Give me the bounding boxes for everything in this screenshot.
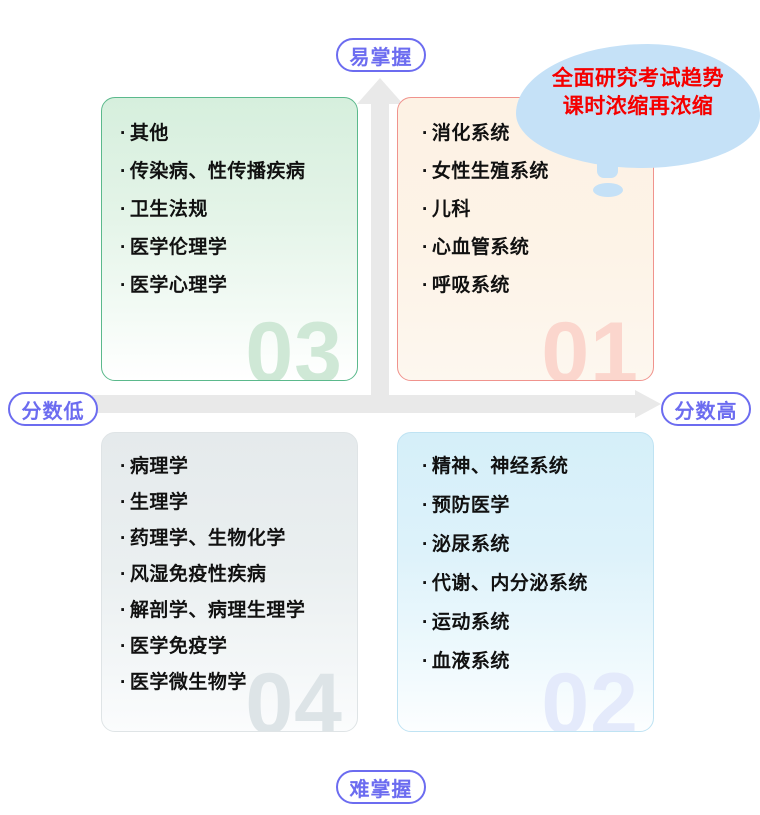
axis-label-left: 分数低 — [8, 392, 98, 426]
list-item-label: 代谢、内分泌系统 — [431, 573, 588, 594]
bullet-icon: · — [422, 123, 429, 144]
list-item-label: 医学微生物学 — [129, 672, 247, 693]
bullet-icon: · — [120, 564, 127, 585]
list-item-label: 运动系统 — [431, 612, 510, 633]
list-item-label: 卫生法规 — [129, 199, 208, 220]
list-item: ·药理学、生物化学 — [120, 529, 357, 548]
bullet-icon: · — [422, 275, 429, 296]
list-item-label: 血液系统 — [431, 651, 510, 672]
speech-bubble-tail — [597, 156, 618, 178]
quadrant-card-03: ·其他 ·传染病、性传播疾病 ·卫生法规 ·医学伦理学 ·医学心理学 03 — [101, 97, 358, 381]
list-item-label: 药理学、生物化学 — [129, 528, 286, 549]
list-item-label: 生理学 — [129, 492, 189, 513]
callout-speech-bubble: 全面研究考试趋势 课时浓缩再浓缩 — [516, 44, 760, 204]
bullet-icon: · — [120, 237, 127, 258]
quadrant-card-02: ·精神、神经系统 ·预防医学 ·泌尿系统 ·代谢、内分泌系统 ·运动系统 ·血液… — [397, 432, 654, 732]
list-item-label: 女性生殖系统 — [431, 161, 549, 182]
quadrant-03-item-list: ·其他 ·传染病、性传播疾病 ·卫生法规 ·医学伦理学 ·医学心理学 — [102, 98, 357, 295]
callout-text: 全面研究考试趋势 课时浓缩再浓缩 — [516, 65, 760, 120]
bullet-icon: · — [422, 161, 429, 182]
list-item: ·其他 — [120, 124, 357, 143]
quadrant-01-item-list: ·消化系统 ·女性生殖系统 ·儿科 ·心血管系统 ·呼吸系统 — [398, 98, 653, 295]
list-item-label: 精神、神经系统 — [431, 456, 569, 477]
list-item: ·儿科 — [422, 200, 653, 219]
list-item: ·消化系统 — [422, 124, 653, 143]
bullet-icon: · — [422, 534, 429, 555]
callout-line-2: 课时浓缩再浓缩 — [562, 94, 714, 118]
quadrant-number: 03 — [245, 305, 343, 381]
list-item-label: 其他 — [129, 123, 169, 144]
quadrant-04-item-list: ·病理学 ·生理学 ·药理学、生物化学 ·风湿免疫性疾病 ·解剖学、病理生理学 … — [102, 433, 357, 692]
list-item-label: 医学心理学 — [129, 275, 228, 296]
bullet-icon: · — [120, 456, 127, 477]
list-item-label: 泌尿系统 — [431, 534, 510, 555]
bullet-icon: · — [422, 651, 429, 672]
bullet-icon: · — [120, 672, 127, 693]
axis-label-right: 分数高 — [661, 392, 751, 426]
list-item-label: 呼吸系统 — [431, 275, 510, 296]
list-item: ·解剖学、病理生理学 — [120, 601, 357, 620]
list-item: ·医学心理学 — [120, 276, 357, 295]
bullet-icon: · — [120, 161, 127, 182]
speech-bubble-dot — [593, 183, 623, 197]
quadrant-02-item-list: ·精神、神经系统 ·预防医学 ·泌尿系统 ·代谢、内分泌系统 ·运动系统 ·血液… — [398, 433, 653, 671]
list-item: ·运动系统 — [422, 613, 653, 632]
quadrant-number: 04 — [245, 656, 343, 732]
bullet-icon: · — [120, 199, 127, 220]
list-item: ·泌尿系统 — [422, 535, 653, 554]
list-item-label: 传染病、性传播疾病 — [129, 161, 306, 182]
quadrant-number: 02 — [541, 656, 639, 732]
list-item: ·医学微生物学 — [120, 673, 357, 692]
list-item: ·卫生法规 — [120, 200, 357, 219]
bullet-icon: · — [422, 573, 429, 594]
list-item: ·精神、神经系统 — [422, 457, 653, 476]
list-item-label: 消化系统 — [431, 123, 510, 144]
bullet-icon: · — [422, 495, 429, 516]
horizontal-axis-line — [92, 395, 641, 413]
list-item: ·心血管系统 — [422, 238, 653, 257]
list-item: ·预防医学 — [422, 496, 653, 515]
arrow-up-icon — [357, 78, 403, 104]
axis-label-bottom: 难掌握 — [336, 770, 426, 804]
bullet-icon: · — [120, 492, 127, 513]
bullet-icon: · — [422, 237, 429, 258]
quadrant-number: 01 — [541, 305, 639, 381]
bullet-icon: · — [120, 600, 127, 621]
list-item: ·代谢、内分泌系统 — [422, 574, 653, 593]
bullet-icon: · — [120, 275, 127, 296]
list-item: ·风湿免疫性疾病 — [120, 565, 357, 584]
list-item: ·血液系统 — [422, 652, 653, 671]
list-item-label: 心血管系统 — [431, 237, 530, 258]
list-item: ·生理学 — [120, 493, 357, 512]
list-item-label: 医学伦理学 — [129, 237, 228, 258]
list-item: ·医学伦理学 — [120, 238, 357, 257]
list-item-label: 医学免疫学 — [129, 636, 228, 657]
callout-line-1: 全面研究考试趋势 — [552, 67, 724, 90]
list-item-label: 解剖学、病理生理学 — [129, 600, 306, 621]
bullet-icon: · — [120, 123, 127, 144]
list-item-label: 风湿免疫性疾病 — [129, 564, 267, 585]
vertical-axis-line — [371, 100, 389, 410]
list-item: ·呼吸系统 — [422, 276, 653, 295]
list-item-label: 预防医学 — [431, 495, 510, 516]
arrow-right-icon — [635, 390, 661, 418]
axis-label-top: 易掌握 — [336, 38, 426, 72]
bullet-icon: · — [120, 636, 127, 657]
speech-bubble-body — [516, 44, 760, 168]
bullet-icon: · — [422, 612, 429, 633]
list-item-label: 病理学 — [129, 456, 189, 477]
bullet-icon: · — [422, 456, 429, 477]
list-item-label: 儿科 — [431, 199, 471, 220]
list-item: ·女性生殖系统 — [422, 162, 653, 181]
list-item: ·病理学 — [120, 457, 357, 476]
quadrant-card-04: ·病理学 ·生理学 ·药理学、生物化学 ·风湿免疫性疾病 ·解剖学、病理生理学 … — [101, 432, 358, 732]
bullet-icon: · — [120, 528, 127, 549]
bullet-icon: · — [422, 199, 429, 220]
list-item: ·医学免疫学 — [120, 637, 357, 656]
list-item: ·传染病、性传播疾病 — [120, 162, 357, 181]
